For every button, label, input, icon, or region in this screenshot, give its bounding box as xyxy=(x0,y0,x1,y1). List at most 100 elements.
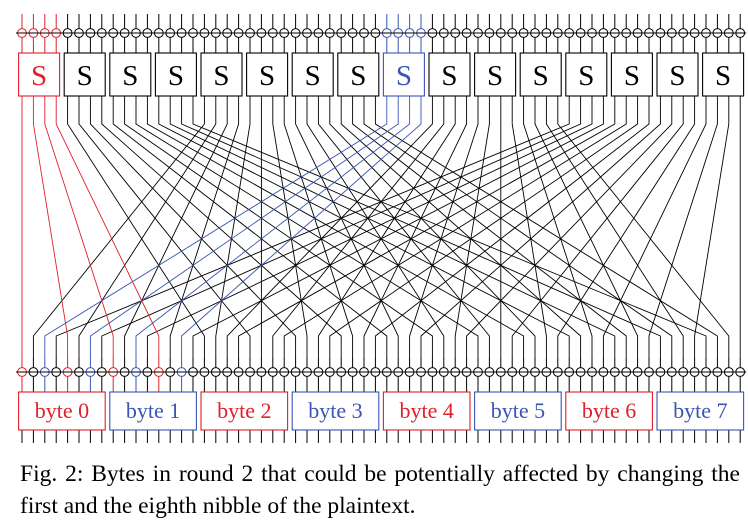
permutation-wire xyxy=(283,96,627,358)
permutation-wire xyxy=(44,96,388,358)
permutation-wire xyxy=(306,96,445,358)
sbox: S xyxy=(109,52,152,97)
permutation-wire xyxy=(169,96,616,358)
permutation-wire xyxy=(112,96,388,358)
byte-frame xyxy=(109,391,197,431)
byte-box: byte 7 xyxy=(656,391,745,431)
sbox-label: S xyxy=(624,60,640,92)
permutation-wire xyxy=(55,96,160,358)
byte-box: byte 5 xyxy=(474,391,562,431)
sbox-label: S xyxy=(578,60,594,92)
byte-label: byte 2 xyxy=(217,398,271,423)
byte-label: byte 3 xyxy=(308,398,362,423)
permutation-wire xyxy=(317,96,490,358)
sbox-frame xyxy=(200,52,243,97)
permutation-wire xyxy=(32,96,69,358)
sbox-label: S xyxy=(533,60,549,92)
permutation-wire xyxy=(340,96,582,358)
permutation-wire xyxy=(523,96,593,358)
byte-label: byte 7 xyxy=(673,398,727,423)
sbox-label: S xyxy=(305,60,321,92)
permutation-wire xyxy=(557,96,696,358)
sbox-frame xyxy=(63,52,106,97)
bottom-xor-bus xyxy=(16,358,747,443)
permutation-wire xyxy=(534,96,639,358)
permutation-wire xyxy=(272,96,308,358)
permutation-wire xyxy=(283,96,354,358)
byte-frame xyxy=(18,391,106,431)
sbox: S xyxy=(246,52,289,97)
permutation-wire xyxy=(363,96,468,358)
permutation-wire xyxy=(374,96,718,358)
byte-label: byte 4 xyxy=(400,398,454,423)
sbox-frame xyxy=(337,52,380,97)
permutation-wire xyxy=(89,96,297,358)
sbox-frame xyxy=(565,52,608,97)
permutation-wires xyxy=(21,96,741,358)
top-xor-bus xyxy=(16,14,747,53)
byte-box: byte 0 xyxy=(18,391,106,431)
sbox: S xyxy=(18,52,61,97)
byte-label: byte 0 xyxy=(35,398,89,423)
permutation-wire xyxy=(648,96,718,358)
permutation-wire xyxy=(511,96,684,358)
sbox-label: S xyxy=(669,60,685,92)
permutation-wire xyxy=(557,96,730,358)
sbox-label: S xyxy=(168,60,184,92)
permutation-wire xyxy=(466,96,673,358)
sbox: S xyxy=(656,52,699,97)
permutation-wire xyxy=(317,96,456,358)
sbox-frame xyxy=(519,52,562,97)
byte-box: byte 6 xyxy=(565,391,653,431)
permutation-wire xyxy=(181,96,422,358)
sbox: S xyxy=(610,52,653,97)
byte-box: byte 4 xyxy=(382,391,471,431)
sbox-frame xyxy=(109,52,152,97)
permutation-wire xyxy=(32,96,205,358)
permutation-wire xyxy=(78,96,251,358)
permutation-wire xyxy=(89,96,399,358)
permutation-wire xyxy=(694,96,730,358)
permutation-wire xyxy=(181,96,661,358)
permutation-wire xyxy=(101,96,582,358)
permutation-wire xyxy=(124,96,228,358)
sbox-label: S xyxy=(715,60,731,92)
permutation-wire xyxy=(363,96,673,358)
byte-label: byte 1 xyxy=(126,398,180,423)
permutation-wire xyxy=(192,96,604,358)
permutation-wire xyxy=(135,96,479,358)
sbox-label: S xyxy=(396,60,412,92)
sbox-label: S xyxy=(350,60,366,92)
sbox-label: S xyxy=(213,60,229,92)
byte-frame xyxy=(565,391,653,431)
sbox-frame xyxy=(702,52,745,97)
permutation-wire xyxy=(238,96,616,358)
permutation-wire xyxy=(146,96,525,358)
sbox-frame xyxy=(246,52,289,97)
sbox: S xyxy=(428,52,471,97)
byte-box: byte 3 xyxy=(291,391,380,431)
permutation-wire xyxy=(329,96,639,358)
permutation-wire xyxy=(420,96,661,358)
sbox: S xyxy=(200,52,243,97)
sbox-frame xyxy=(154,52,197,97)
byte-frame xyxy=(382,391,471,431)
permutation-wire xyxy=(78,96,217,358)
permutation-wire xyxy=(602,96,707,358)
byte-frame xyxy=(656,391,745,431)
sbox: S xyxy=(474,52,517,97)
byte-frame xyxy=(200,391,289,431)
figure-caption: Fig. 2: Bytes in round 2 that could be p… xyxy=(20,461,740,519)
sbox-label: S xyxy=(441,60,457,92)
permutation-wire xyxy=(169,96,240,358)
permutation-wire xyxy=(158,96,570,358)
permutation-wire xyxy=(67,96,205,358)
sbox-label: S xyxy=(122,60,138,92)
permutation-wire xyxy=(545,96,684,358)
permutation-wire xyxy=(409,96,479,358)
permutation-wire xyxy=(352,96,627,358)
permutation-wire xyxy=(511,96,547,358)
sbox-frame xyxy=(291,52,334,97)
permutation-wire xyxy=(124,96,433,358)
